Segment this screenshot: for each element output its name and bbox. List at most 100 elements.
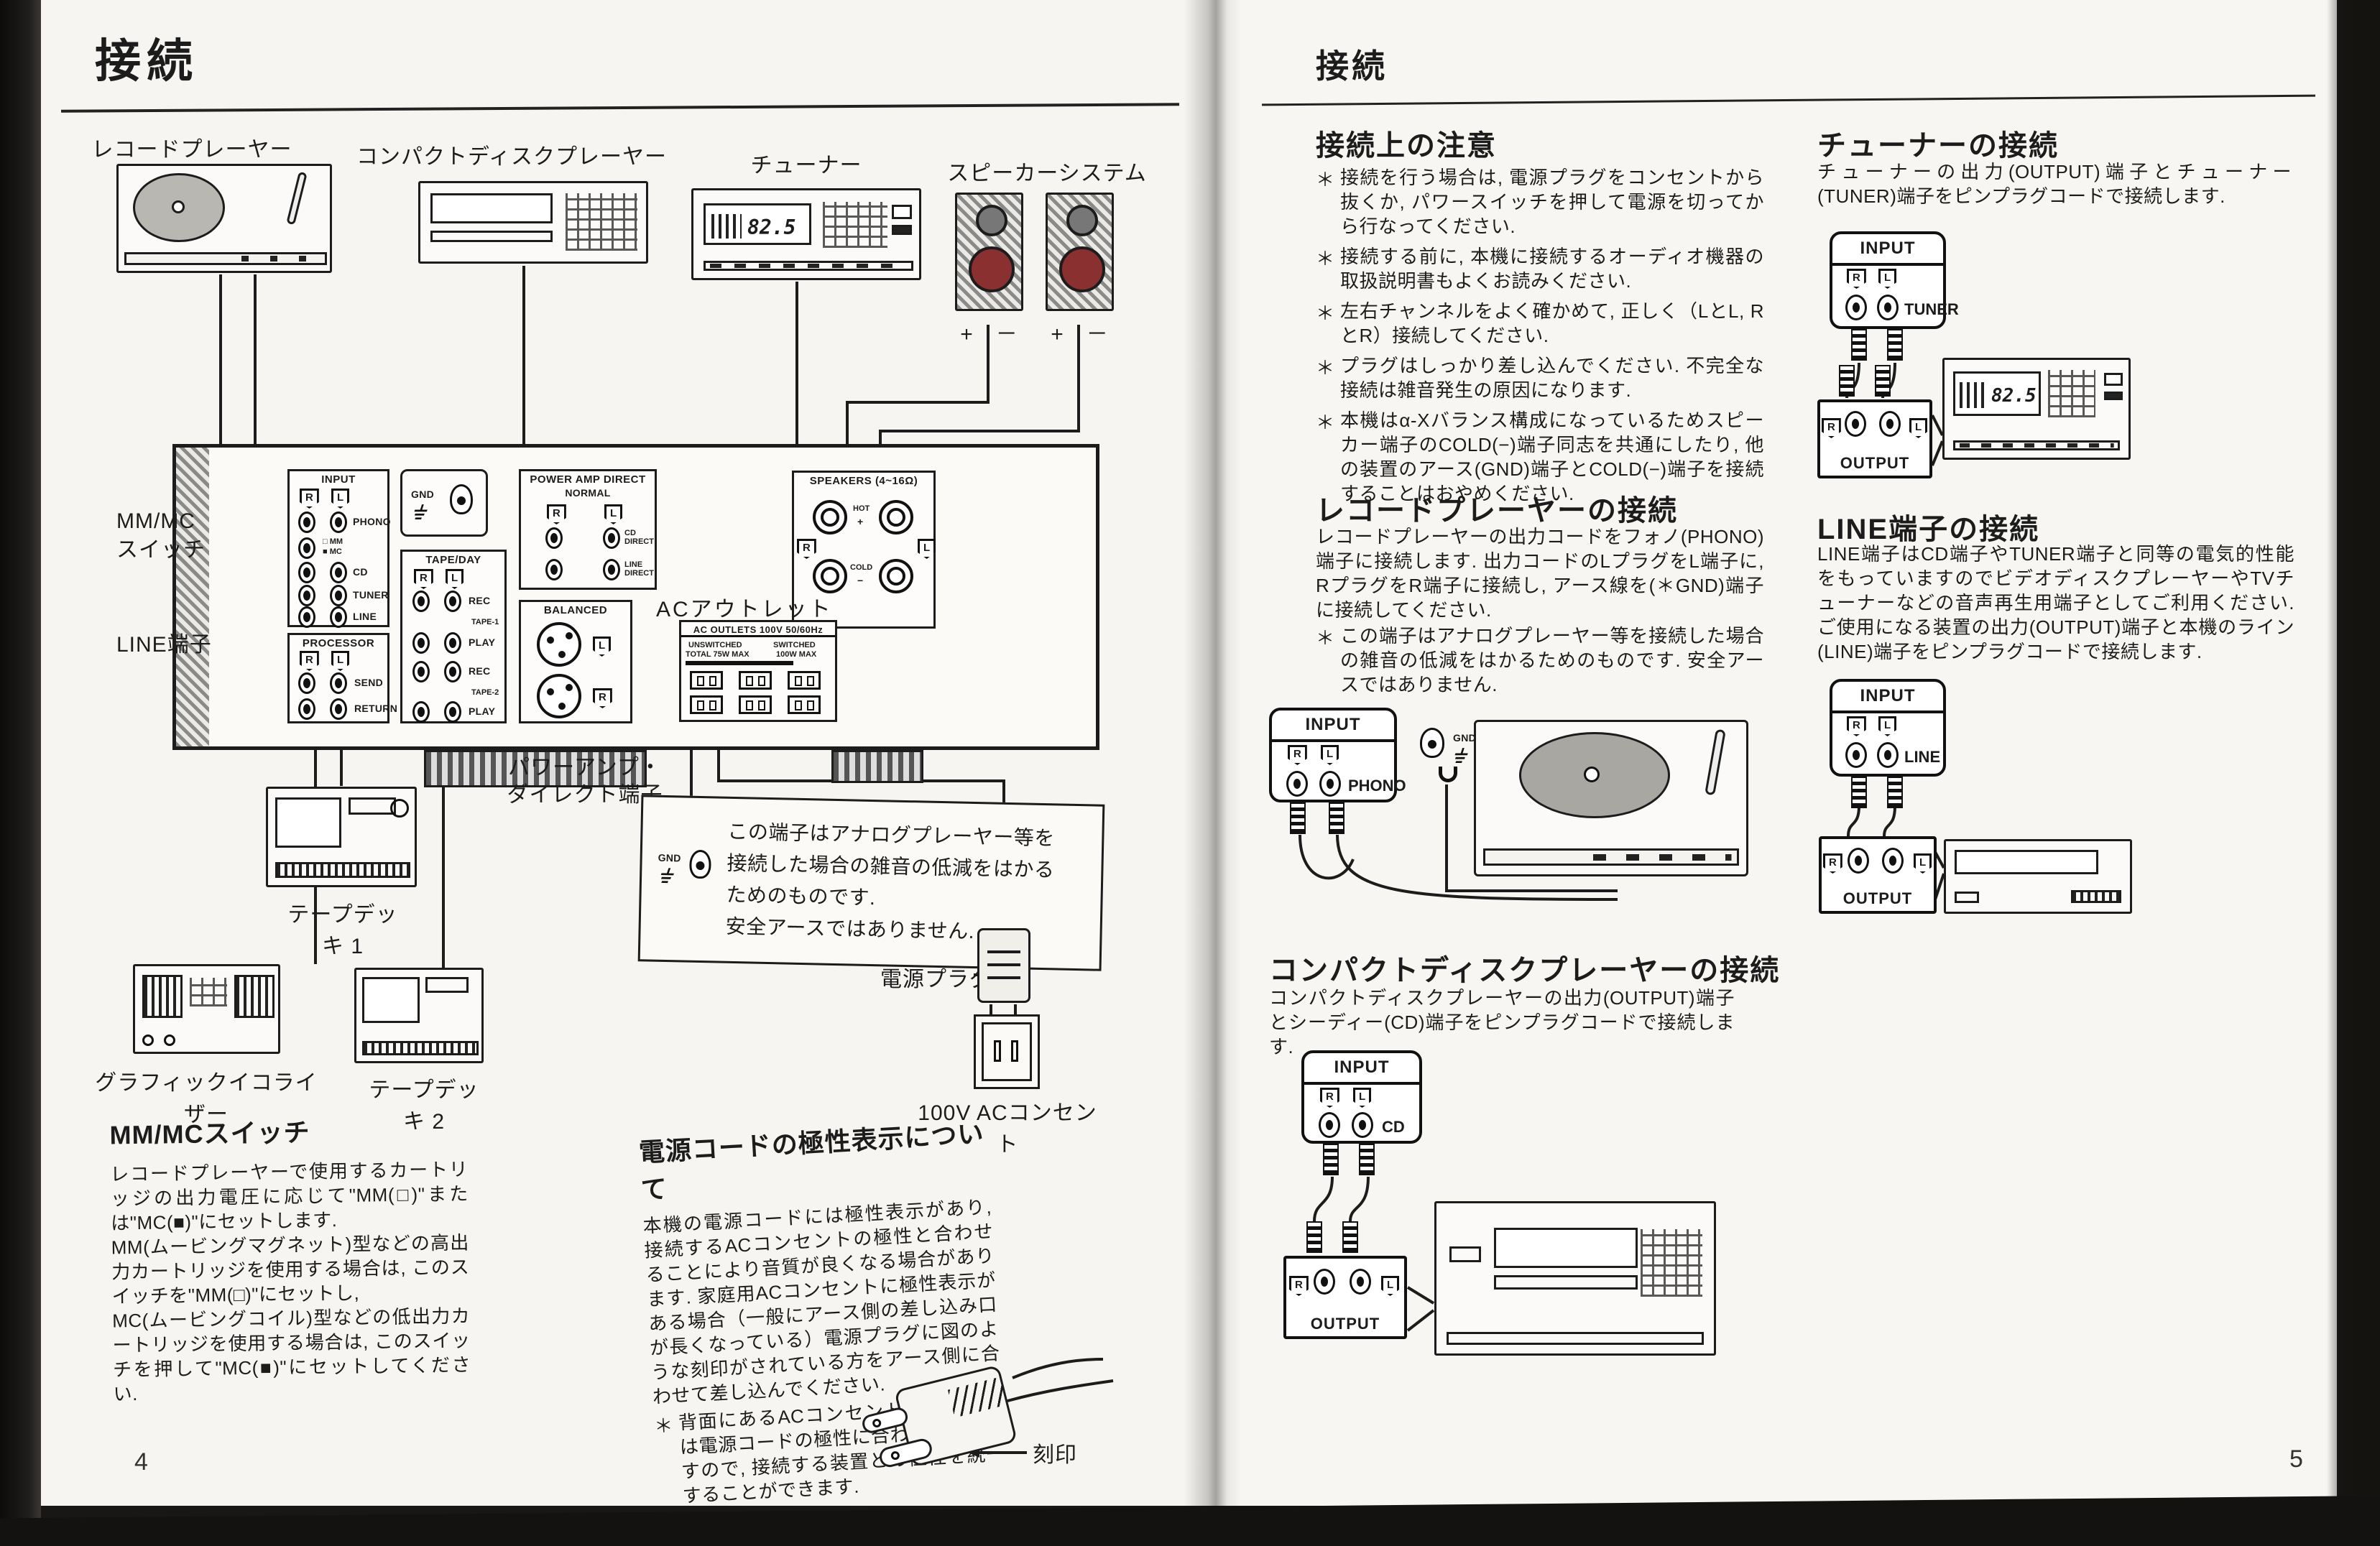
output-jack-r: [1314, 1269, 1335, 1295]
caution-item: ＊左右チャンネルをよく確かめて, 正しく（LとL, RとR）接続してください.: [1316, 299, 1764, 348]
l-badge: L: [1909, 418, 1928, 438]
cd-body: コンパクトディスクプレーヤーの出力(OUTPUT)端子とシーディー(CD)端子を…: [1269, 987, 1735, 1057]
l-badge: L: [1914, 853, 1932, 874]
rca-plug-r: [1851, 329, 1867, 361]
speaker-post-l-cold: [879, 559, 913, 593]
gnd-label: GND: [411, 489, 435, 500]
normal-label: NORMAL: [565, 487, 611, 499]
l-badge: L: [1878, 716, 1897, 736]
ac-outlet-socket: [739, 695, 772, 714]
tuner-body: チューナーの出力(OUTPUT)端子とチューナー(TUNER)端子をピンプラグコ…: [1817, 161, 2292, 207]
panel-side-hatch: [176, 448, 209, 746]
phono-jack-r: [1286, 771, 1308, 797]
phono-input-box: INPUT R L PHONO: [1269, 708, 1406, 802]
tuner-label: TUNER: [353, 589, 389, 601]
eq-bars-right: [234, 975, 275, 1018]
phono-note-text: この端子はアナログプレーヤー等を接続した場合の雑音の低減をはかるためのものです.…: [1340, 625, 1764, 695]
cautions-heading: 接続上の注意: [1316, 130, 1497, 162]
line-output-box: R L OUTPUT: [1819, 836, 1937, 914]
ground-icon: [414, 504, 428, 520]
ac-outlet-socket: [690, 671, 723, 690]
line-direct-jack-l: [603, 559, 620, 580]
vdp-buttons: [2071, 890, 2121, 903]
mc-label: ■ MC: [323, 547, 342, 556]
tape-deck-1-label: テープデッキ 1: [287, 903, 398, 958]
rca-plug-r: [1290, 802, 1306, 834]
r-badge: R: [797, 539, 816, 559]
plus-label: +: [857, 516, 864, 527]
rca-plug-r: [1306, 1221, 1322, 1253]
phono-label: PHONO: [353, 516, 391, 527]
outlet-slot: [1011, 1040, 1018, 1062]
rca-plug-l: [1887, 777, 1903, 808]
outlet-slot: [994, 1040, 1001, 1062]
page-right: 接続 接続上の注意 ＊接続を行う場合は, 電源プラグをコンセントから抜くか, パ…: [1215, 0, 2337, 1506]
phono-jack-l: [1319, 771, 1341, 797]
tuner-label: チューナー: [750, 154, 862, 177]
send-jack-l: [330, 672, 347, 694]
deck-buttons: [275, 862, 410, 878]
input-title: INPUT: [1832, 234, 1943, 266]
cd-label: CD: [1382, 1118, 1405, 1136]
switched-label: SWITCHED: [773, 641, 816, 649]
switched-rating: 100W MAX: [776, 650, 817, 659]
deck-display: [425, 977, 469, 993]
bullet: ＊: [1316, 302, 1335, 324]
deck-knob: [390, 799, 409, 818]
r-badge: R: [414, 569, 433, 589]
page-left: 接続 レコードプレーヤー コンパクトディスクプレーヤー チューナー スピーカーシ…: [41, 0, 1215, 1506]
tuner-jack-l: [1877, 295, 1899, 320]
polarity-heading: 電源コードの極性表示について: [637, 1119, 985, 1205]
phono-jack-l: [330, 512, 347, 533]
l-badge: L: [1381, 1276, 1400, 1296]
output-title: OUTPUT: [1842, 889, 1913, 907]
caution-item: ＊接続する前に, 本機に接続するオーディオ機器の取扱説明書もよくお読みください.: [1316, 244, 1764, 293]
speakers-section: SPEAKERS (4~16Ω) HOT + COLD − R L: [792, 471, 936, 629]
tape-deck-2-illustration: [354, 968, 484, 1063]
tuner-heading: チューナーの接続: [1817, 130, 2059, 162]
return-jack-l: [330, 698, 347, 720]
ring-lug: [1420, 728, 1444, 758]
r-badge: R: [1289, 1276, 1309, 1296]
play-label: PLAY: [469, 705, 496, 717]
wall-outlet-callout: 100V ACコンセント: [918, 1101, 1097, 1157]
line-input-box: INPUT R L LINE: [1830, 679, 1946, 777]
gnd-note-box: GND この端子はアナログプレーヤー等を 接続した場合の雑音の低減をはかる ため…: [637, 795, 1105, 971]
mm-mc-heading: MM/MCスイッチ: [109, 1117, 310, 1150]
rca-plug-l: [1329, 802, 1344, 834]
speaker-system-label: スピーカーシステム: [947, 162, 1147, 185]
r-badge: R: [593, 688, 612, 708]
tuner-lower-panel: [1953, 440, 2120, 450]
tape-day-section: TAPE/DAY R L REC TAPE-1 PLAY REC TAPE-2 …: [400, 550, 507, 723]
line-heading: LINE端子の接続: [1817, 514, 2040, 545]
output-jack-r: [1845, 411, 1866, 437]
input-title: INPUT: [1272, 710, 1394, 742]
tape2-label: TAPE-2: [471, 688, 499, 697]
bullet: ＊: [1316, 627, 1335, 649]
send-jack-r: [298, 672, 315, 694]
speaker-tweeter: [976, 205, 1007, 236]
cd-drawer: [430, 193, 553, 223]
r-badge: R: [1822, 418, 1841, 438]
page-number-right: 5: [2289, 1445, 2303, 1473]
tuner-display: 82.5: [1953, 371, 2041, 416]
line-jack-r: [298, 606, 315, 628]
eq-bars-left: [142, 975, 183, 1018]
outlet-faceplate: [982, 1022, 1032, 1081]
tuner-button: [892, 205, 912, 219]
turntable-platter: [133, 173, 225, 242]
unswitched-rating: TOTAL 75W MAX: [686, 650, 749, 659]
rca-plug-r: [1323, 1144, 1339, 1175]
power-amp-direct-callout: パワーアンプ・ ダイレクト端子: [507, 756, 663, 807]
cassette-window: [362, 977, 420, 1023]
amplifier-rear-panel: INPUT R L PHONO □ MM ■ MC CD TUNER LINE: [172, 444, 1099, 750]
record-player-illustration: [116, 164, 332, 273]
amp-foot-left: [424, 750, 647, 787]
processor-title: PROCESSOR: [302, 637, 375, 649]
phono-label: PHONO: [1348, 777, 1406, 795]
tape-deck-1-illustration: [266, 787, 417, 887]
bullet: ＊: [1316, 248, 1335, 269]
caution-item: ＊本機はα-Xバランス構成になっているためスピーカー端子のCOLD(−)端子同志…: [1316, 408, 1764, 506]
output-jack-l: [1879, 411, 1901, 437]
ac-outlet-socket: [739, 671, 772, 690]
